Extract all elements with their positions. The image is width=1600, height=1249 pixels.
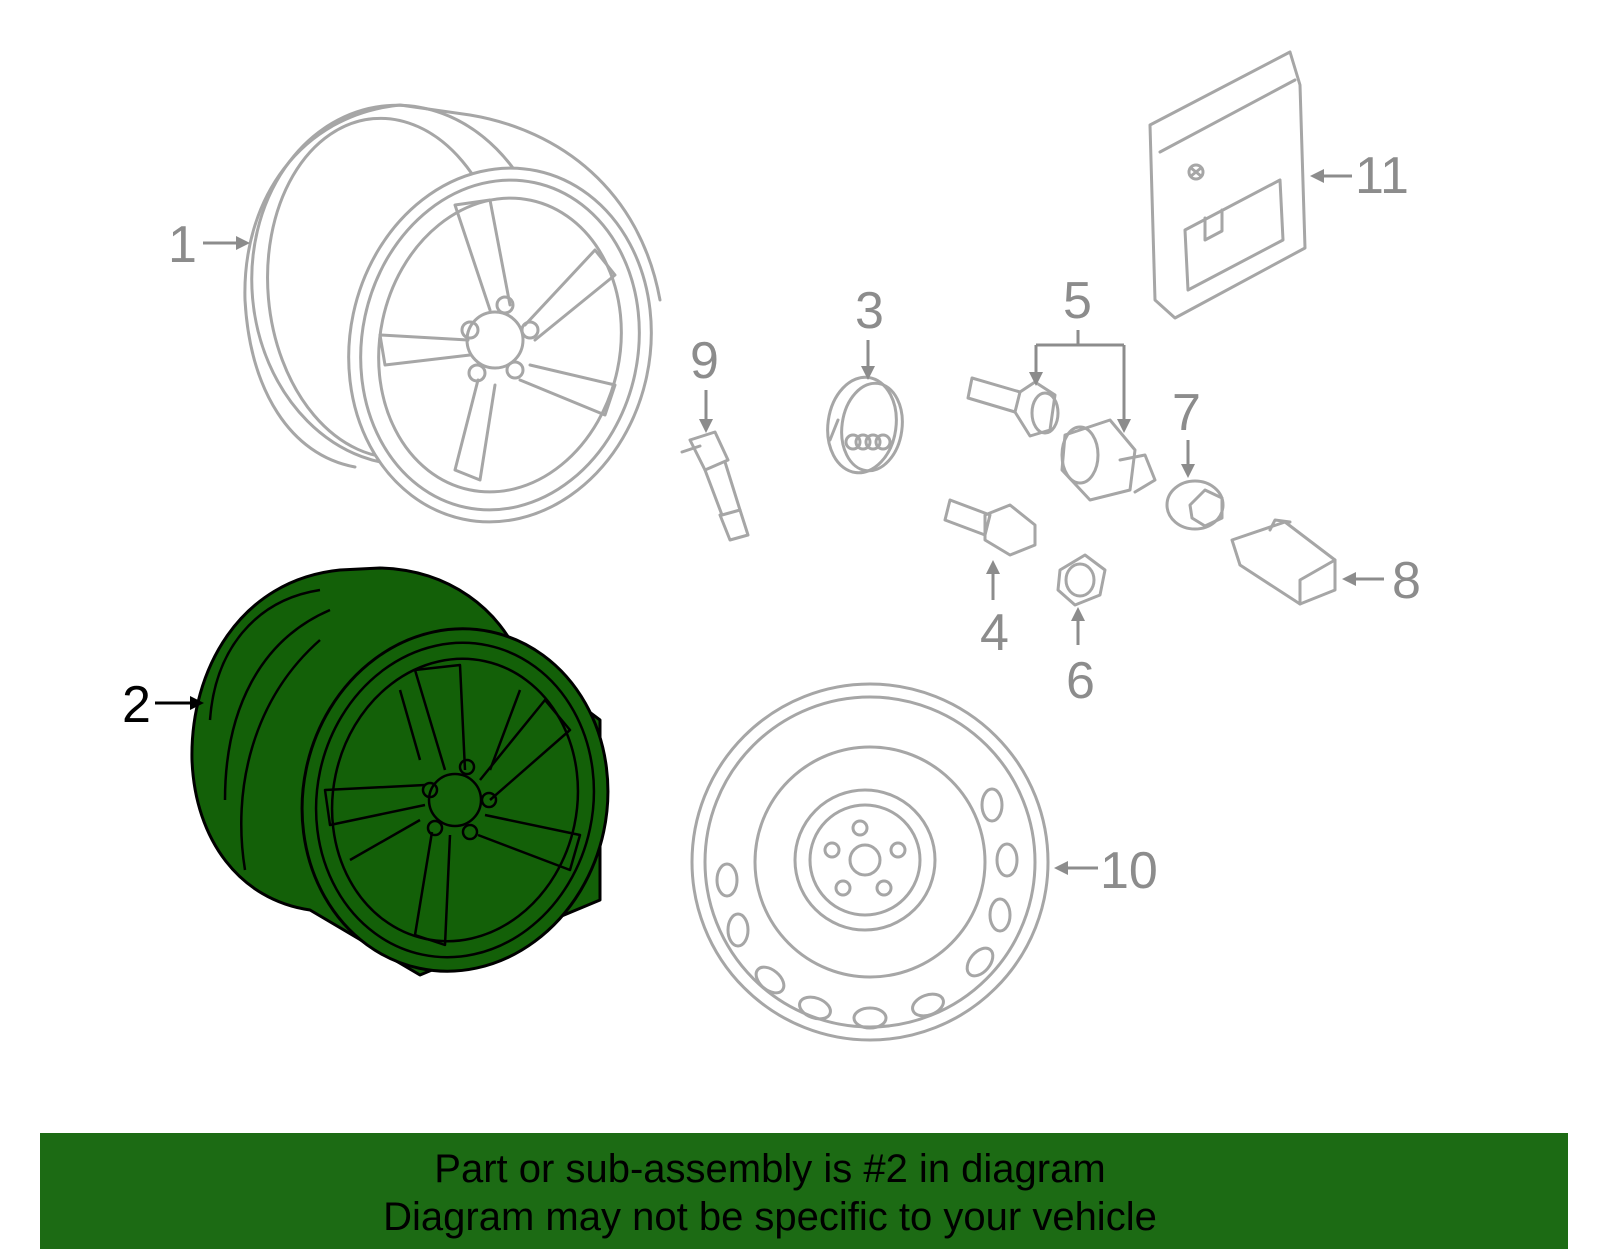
- callout-9: 9: [690, 332, 719, 390]
- callout-10: 10: [1100, 842, 1158, 900]
- callout-8: 8: [1392, 552, 1421, 610]
- banner-line-part: Part or sub-assembly is #2 in diagram: [434, 1147, 1106, 1191]
- callout-1: 1: [168, 216, 197, 274]
- part-10-spare-wheel[interactable]: 10: [690, 682, 1158, 1042]
- callout-5: 5: [1063, 272, 1092, 330]
- callout-11: 11: [1355, 147, 1409, 205]
- part-7-lock-nut[interactable]: 7: [1165, 384, 1225, 531]
- callout-4: 4: [980, 604, 1009, 662]
- callout-3: 3: [855, 282, 884, 340]
- part-11-label[interactable]: 11: [1148, 50, 1409, 320]
- part-4-wheel-bolt[interactable]: 4: [943, 498, 1037, 662]
- part-1-alloy-wheel[interactable]: 1: [168, 93, 684, 551]
- part-3-center-cap[interactable]: 3: [822, 282, 908, 477]
- callout-2: 2: [122, 676, 151, 734]
- callout-7: 7: [1172, 384, 1201, 442]
- part-9-valve-stem[interactable]: 9: [680, 332, 750, 542]
- part-5-lock-bolt-set[interactable]: 5: [966, 272, 1157, 502]
- banner-line-disclaimer: Diagram may not be specific to your vehi…: [383, 1195, 1157, 1239]
- info-banner: Part or sub-assembly is #2 in diagram Di…: [40, 1133, 1568, 1249]
- part-8-tool[interactable]: 8: [1230, 518, 1421, 610]
- part-2-alloy-wheel-highlighted[interactable]: 2: [122, 566, 639, 1000]
- part-6-nut[interactable]: 6: [1056, 553, 1107, 710]
- callout-6: 6: [1066, 652, 1095, 710]
